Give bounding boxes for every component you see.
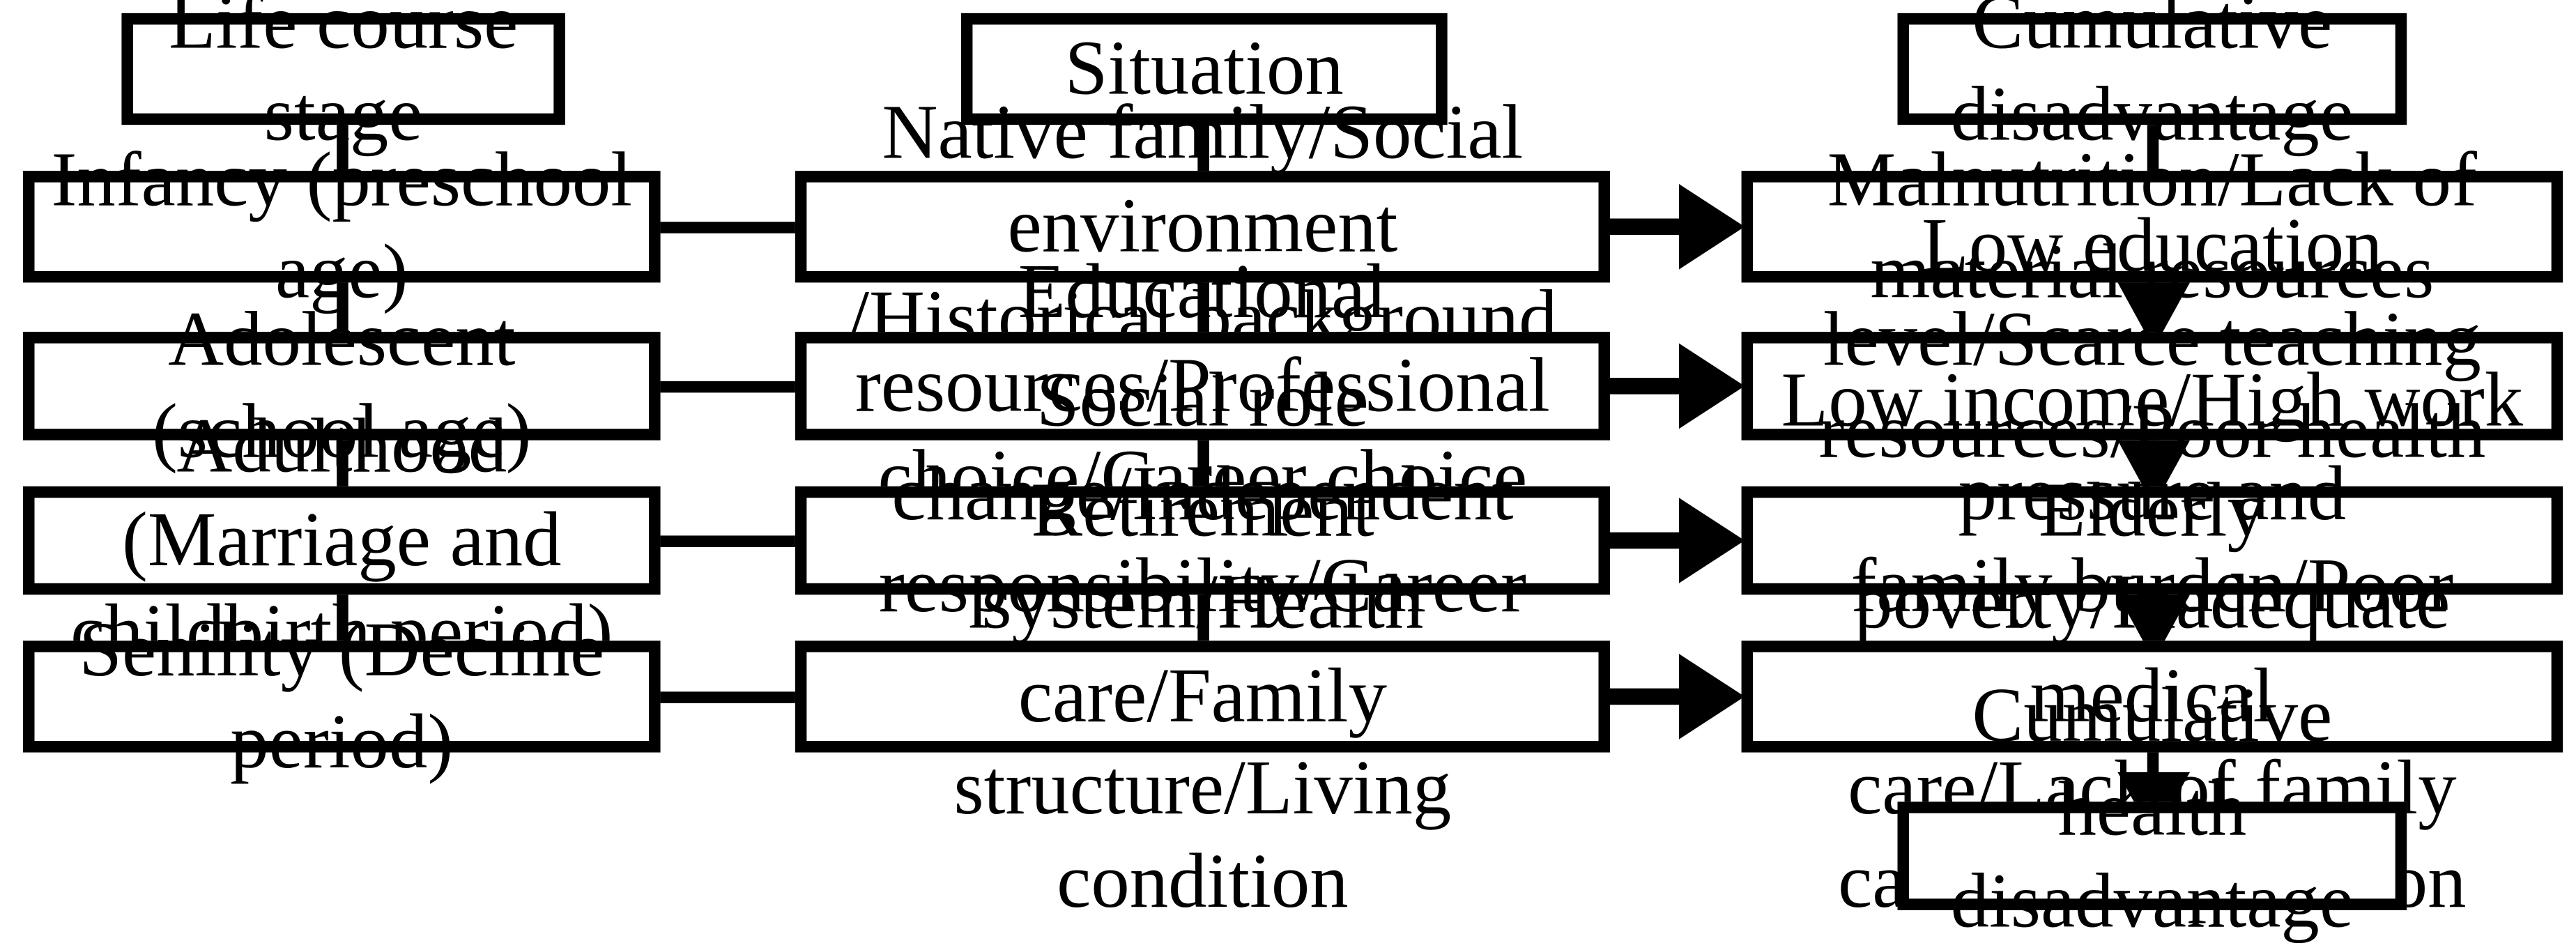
situation-spine-1-2 — [1197, 276, 1209, 339]
situation-box-row-1: Native family/Social environment /Histor… — [795, 91, 1610, 362]
disadvantage-box-row-1: Malnutrition/Lack of material resources — [1741, 137, 2563, 316]
arrow-situation-to-disadvantage-row-1 — [1600, 218, 1702, 236]
stage-label-row-1: Infancy (preschool age) — [51, 137, 633, 316]
situation-spine-2-3 — [1197, 427, 1209, 490]
stage-label-row-2: Adolescent (school age) — [152, 296, 532, 475]
arrow-situation-to-disadvantage-row-4 — [1600, 688, 1702, 705]
arrowhead-situation-to-disadvantage-row-3 — [1679, 498, 1745, 583]
stage-spine-2-3 — [337, 427, 348, 490]
stage-box-row-2: Adolescent (school age) — [23, 297, 661, 475]
arrowhead-situation-to-disadvantage-row-2 — [1679, 343, 1745, 429]
arrowhead-situation-to-disadvantage-row-4 — [1679, 654, 1745, 739]
stage-spine-1-2 — [337, 276, 348, 339]
stage-box-row-3: Adulthood (Marriage and childbirth perio… — [23, 405, 661, 675]
header-label-life-course-stage: Life course stage — [168, 0, 519, 158]
situation-box-row-4: Retirement system/Health care/Family str… — [795, 468, 1610, 924]
stage-box-row-4: Senility (Decline period) — [23, 607, 661, 785]
stage-box-row-1: Infancy (preschool age) — [23, 137, 661, 316]
header-box-life-course-stage: Life course stage — [121, 0, 565, 158]
disadvantage-label-row-1: Malnutrition/Lack of material resources — [1827, 137, 2477, 316]
stage-label-row-4: Senility (Decline period) — [79, 607, 605, 785]
outcome-box-cumulative-health-disadvantage: Cumulative health disadvantage in old ag… — [1897, 674, 2407, 943]
header-box-cumulative-disadvantage: Cumulative disadvantage — [1897, 0, 2407, 158]
header-label-cumulative-disadvantage: Cumulative disadvantage — [1950, 0, 2354, 158]
header-box-situation: Situation — [960, 13, 1448, 125]
arrow-situation-to-disadvantage-row-3 — [1600, 532, 1702, 549]
header-label-situation: Situation — [1064, 26, 1344, 112]
situation-label-row-4: Retirement system/Health care/Family str… — [953, 468, 1452, 925]
arrowhead-situation-to-disadvantage-row-1 — [1679, 184, 1745, 270]
header-stem-situation — [1197, 118, 1209, 184]
outcome-label: Cumulative health disadvantage in old ag… — [1950, 673, 2354, 943]
header-stem-life-course-stage — [337, 118, 348, 184]
header-stem-cumulative-disadvantage — [2147, 118, 2159, 184]
arrow-situation-to-disadvantage-row-2 — [1600, 378, 1702, 394]
